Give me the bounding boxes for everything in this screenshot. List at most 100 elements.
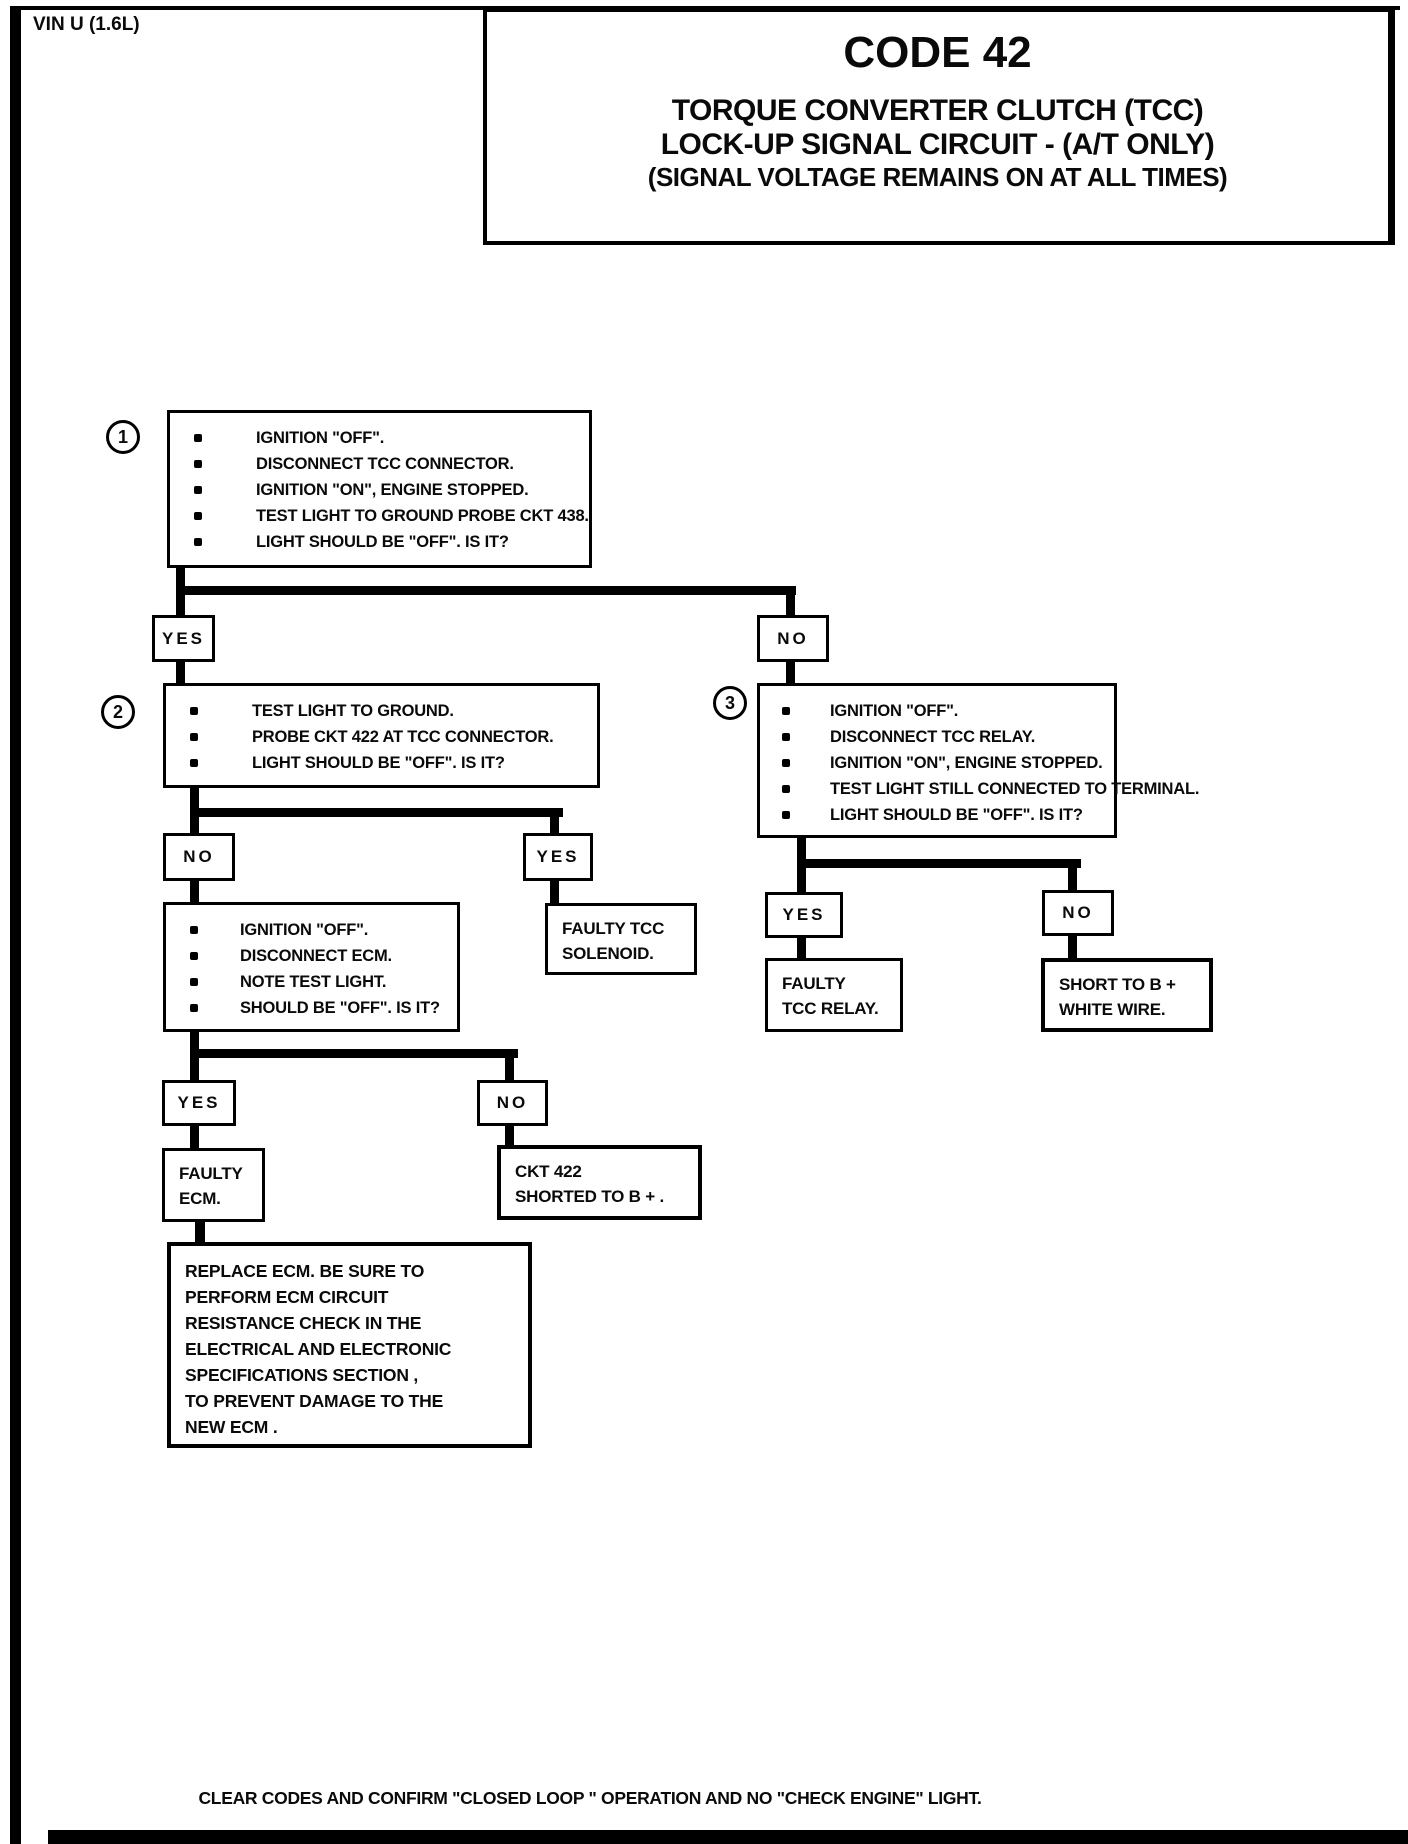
connector-line xyxy=(797,936,806,960)
bullet-icon xyxy=(190,733,198,741)
title-box: CODE 42 TORQUE CONVERTER CLUTCH (TCC) LO… xyxy=(483,8,1395,245)
decision-yes-4: YES xyxy=(162,1080,236,1126)
step-4-box: IGNITION "OFF". DISCONNECT ECM. NOTE TES… xyxy=(163,902,460,1032)
terminal-text: ECM. xyxy=(179,1189,221,1208)
title-line-1: TORQUE CONVERTER CLUTCH (TCC) xyxy=(671,94,1204,127)
terminal-text: WHITE WIRE. xyxy=(1059,1000,1166,1019)
bullet-text: IGNITION "OFF". xyxy=(240,921,369,939)
bullet-text: LIGHT SHOULD BE "OFF". IS IT? xyxy=(830,806,1083,824)
title-line-2: LOCK-UP SIGNAL CIRCUIT - (A/T ONLY) xyxy=(660,128,1215,161)
terminal-faulty-tcc-solenoid: FAULTY TCC SOLENOID. xyxy=(545,903,697,975)
decision-yes-2: YES xyxy=(523,833,593,881)
terminal-text: FAULTY xyxy=(179,1164,243,1183)
connector-line xyxy=(190,808,563,817)
connector-line xyxy=(176,660,185,685)
bullet-item: IGNITION "ON", ENGINE STOPPED. xyxy=(194,477,589,503)
bullet-icon xyxy=(194,486,202,494)
bullet-item: IGNITION "OFF". xyxy=(194,425,589,451)
bullet-text: LIGHT SHOULD BE "OFF". IS IT? xyxy=(252,754,505,772)
title-line-3: (SIGNAL VOLTAGE REMAINS ON AT ALL TIMES) xyxy=(647,162,1228,192)
terminal-text: SPECIFICATIONS SECTION , xyxy=(185,1365,419,1385)
connector-line xyxy=(550,808,559,836)
bullet-item: IGNITION "OFF". xyxy=(782,698,1114,724)
title-gap xyxy=(487,78,1388,94)
connector-line xyxy=(786,660,795,685)
bullet-text: TEST LIGHT TO GROUND PROBE CKT 438. xyxy=(256,507,589,525)
bullet-text: IGNITION "ON", ENGINE STOPPED. xyxy=(830,754,1103,772)
connector-line xyxy=(505,1124,514,1147)
bullet-text: TEST LIGHT TO GROUND. xyxy=(252,702,454,720)
decision-no-4: NO xyxy=(477,1080,548,1126)
decision-no-2: NO xyxy=(163,833,235,881)
terminal-text: SHORT TO B + xyxy=(1059,975,1176,994)
connector-line xyxy=(190,1124,199,1150)
bullet-icon xyxy=(190,707,198,715)
decision-yes-1: YES xyxy=(152,615,215,662)
bullet-item: NOTE TEST LIGHT. xyxy=(190,969,457,995)
terminal-text: TCC RELAY. xyxy=(782,999,879,1018)
bullet-icon xyxy=(782,785,790,793)
connector-line xyxy=(797,859,1081,868)
bullet-text: NOTE TEST LIGHT. xyxy=(240,973,387,991)
bullet-item: IGNITION "OFF". xyxy=(190,917,457,943)
bullet-item: TEST LIGHT TO GROUND. xyxy=(190,698,597,724)
step-3-box: IGNITION "OFF". DISCONNECT TCC RELAY. IG… xyxy=(757,683,1199,838)
connector-line xyxy=(1068,859,1077,892)
terminal-replace-ecm-note: REPLACE ECM. BE SURE TO PERFORM ECM CIRC… xyxy=(167,1242,532,1448)
bullet-icon xyxy=(190,759,198,767)
step-1-bullet-list: IGNITION "OFF". DISCONNECT TCC CONNECTOR… xyxy=(194,425,589,555)
bullet-item: PROBE CKT 422 AT TCC CONNECTOR. xyxy=(190,724,597,750)
bullet-icon xyxy=(194,434,202,442)
bullet-text: LIGHT SHOULD BE "OFF". IS IT? xyxy=(256,533,509,551)
step-4-bullet-list: IGNITION "OFF". DISCONNECT ECM. NOTE TES… xyxy=(190,917,457,1021)
bullet-text: DISCONNECT ECM. xyxy=(240,947,392,965)
bullet-item: DISCONNECT ECM. xyxy=(190,943,457,969)
step-3-number: 3 xyxy=(713,686,747,720)
bullet-text: SHOULD BE "OFF". IS IT? xyxy=(240,999,440,1017)
page-border-left xyxy=(10,6,21,1844)
connector-line xyxy=(190,1049,518,1058)
bullet-icon xyxy=(190,1004,198,1012)
connector-line xyxy=(176,586,796,595)
bullet-icon xyxy=(782,707,790,715)
bullet-icon xyxy=(190,926,198,934)
decision-no-3: NO xyxy=(1042,890,1114,936)
bullet-text: PROBE CKT 422 AT TCC CONNECTOR. xyxy=(252,728,554,746)
step-2-bullet-list: TEST LIGHT TO GROUND. PROBE CKT 422 AT T… xyxy=(190,698,597,776)
vin-label: VIN U (1.6L) xyxy=(33,14,140,35)
bullet-item: DISCONNECT TCC CONNECTOR. xyxy=(194,451,589,477)
page-border-bottom xyxy=(48,1830,1408,1844)
bullet-text: IGNITION "OFF". xyxy=(256,429,385,447)
bullet-text: TEST LIGHT STILL CONNECTED TO TERMINAL. xyxy=(830,780,1200,798)
terminal-faulty-tcc-relay: FAULTY TCC RELAY. xyxy=(765,958,903,1032)
connector-line xyxy=(505,1049,514,1082)
connector-line xyxy=(195,1220,205,1244)
bullet-item: SHOULD BE "OFF". IS IT? xyxy=(190,995,457,1021)
bullet-icon xyxy=(782,759,790,767)
terminal-text: NEW ECM . xyxy=(185,1417,278,1437)
footer-instruction: CLEAR CODES AND CONFIRM "CLOSED LOOP " O… xyxy=(198,1788,982,1808)
terminal-text: FAULTY xyxy=(782,974,846,993)
step-2-box: TEST LIGHT TO GROUND. PROBE CKT 422 AT T… xyxy=(163,683,600,788)
step-2-number: 2 xyxy=(101,695,135,729)
bullet-text: IGNITION "ON", ENGINE STOPPED. xyxy=(256,481,529,499)
terminal-text: PERFORM ECM CIRCUIT xyxy=(185,1287,389,1307)
connector-line xyxy=(550,879,559,905)
bullet-icon xyxy=(190,952,198,960)
bullet-text: DISCONNECT TCC CONNECTOR. xyxy=(256,455,514,473)
terminal-ckt-422-shorted: CKT 422 SHORTED TO B + . xyxy=(497,1145,702,1220)
bullet-icon xyxy=(194,512,202,520)
title-code: CODE 42 xyxy=(843,28,1032,77)
bullet-item: LIGHT SHOULD BE "OFF". IS IT? xyxy=(782,802,1114,828)
connector-line xyxy=(1068,934,1077,960)
bullet-item: LIGHT SHOULD BE "OFF". IS IT? xyxy=(194,529,589,555)
terminal-text: TO PREVENT DAMAGE TO THE xyxy=(185,1391,444,1411)
decision-no-1: NO xyxy=(757,615,829,662)
bullet-item: TEST LIGHT TO GROUND PROBE CKT 438. xyxy=(194,503,589,529)
step-1-box: IGNITION "OFF". DISCONNECT TCC CONNECTOR… xyxy=(167,410,592,568)
decision-yes-3: YES xyxy=(765,892,843,938)
bullet-text: IGNITION "OFF". xyxy=(830,702,959,720)
terminal-faulty-ecm: FAULTY ECM. xyxy=(162,1148,265,1222)
bullet-icon xyxy=(782,733,790,741)
